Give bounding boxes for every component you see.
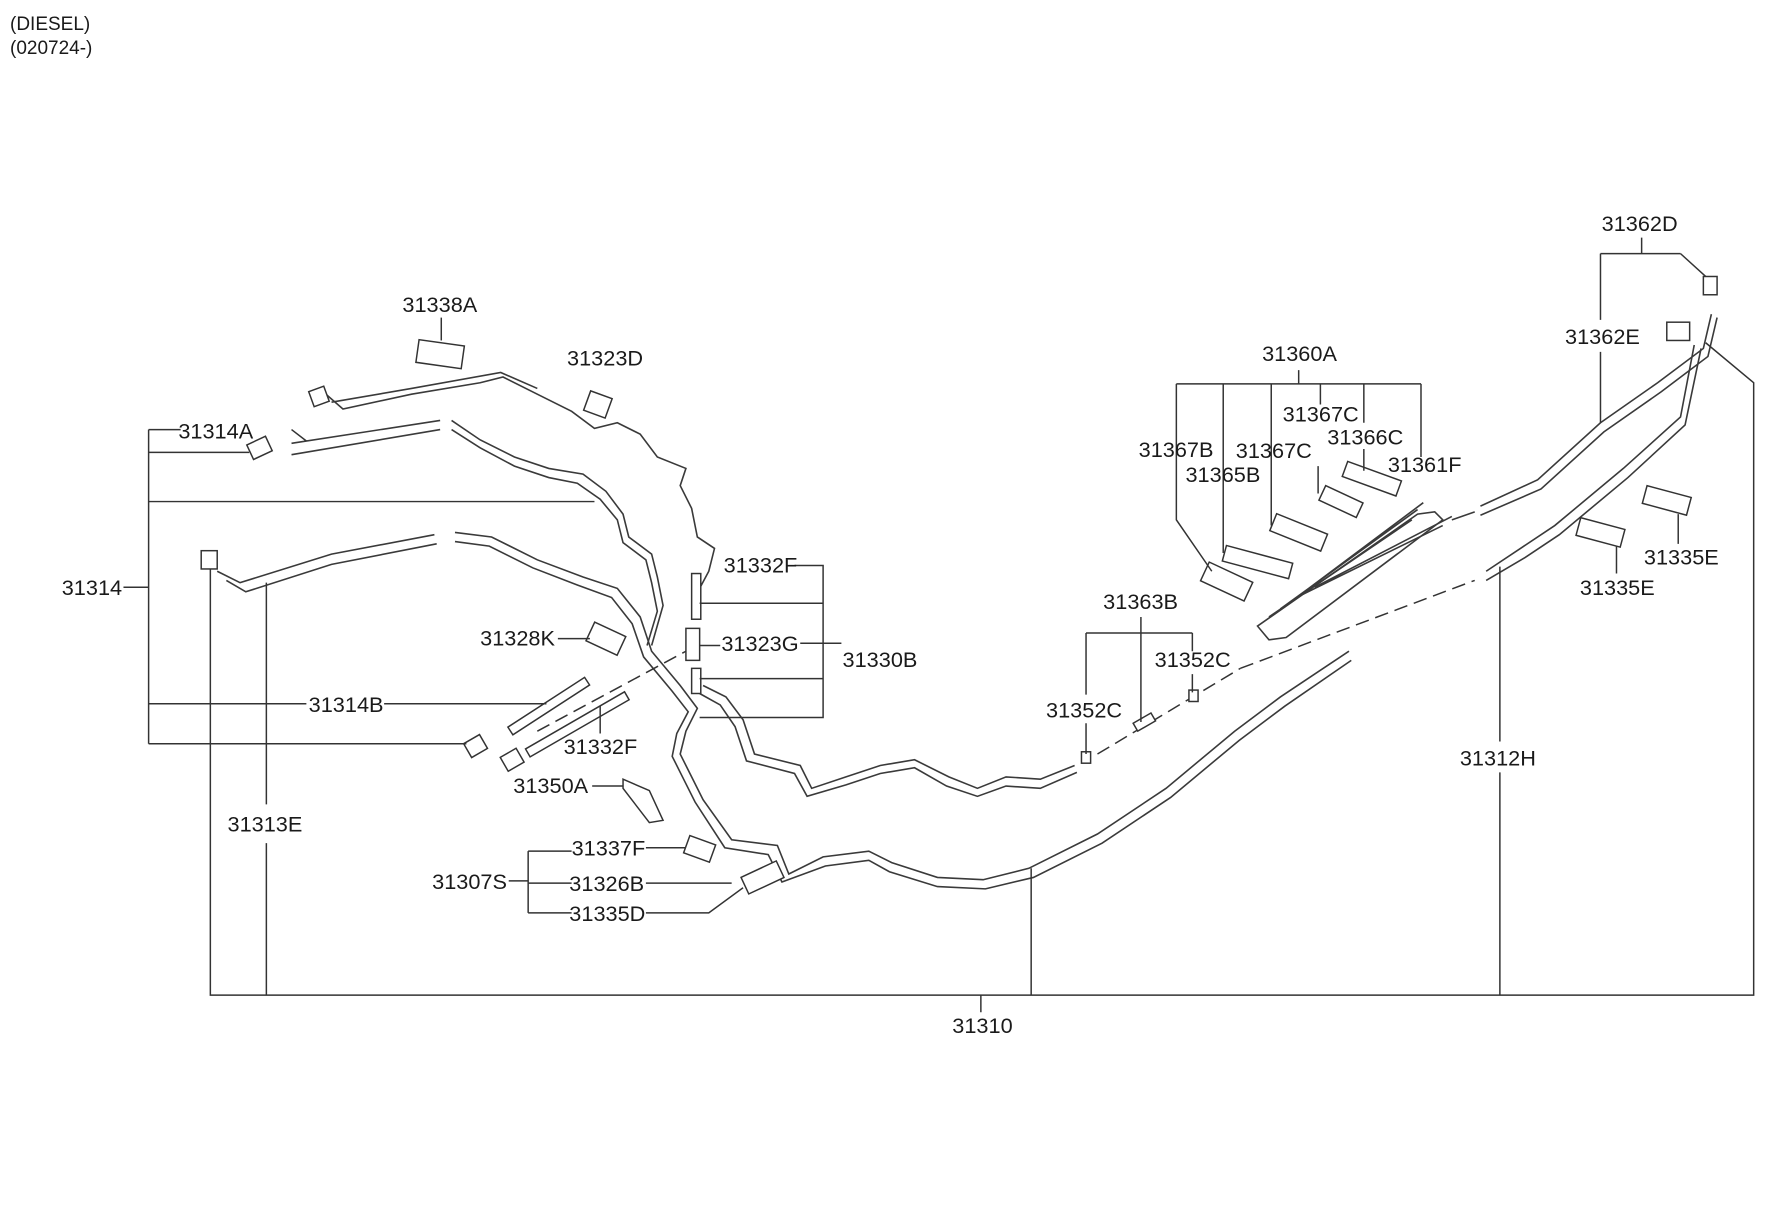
label-31352c-b: 31352C <box>1046 697 1122 722</box>
label-31362d: 31362D <box>1602 211 1678 236</box>
grommet-31352c-b-icon <box>1188 689 1199 703</box>
leader-lines <box>123 237 1755 1013</box>
label-31360a: 31360A <box>1262 341 1337 366</box>
label-31338a: 31338A <box>402 292 477 317</box>
hose-31314a <box>291 419 441 445</box>
part-labels: 31338A 31323D 31314A 31314 31328K 31314B… <box>62 211 1719 1038</box>
clip-31323d-icon <box>582 389 614 419</box>
label-31332f-top: 31332F <box>724 552 798 577</box>
hose-31332f-icon <box>524 690 631 758</box>
label-31307s: 31307S <box>432 869 507 894</box>
hose-31332f-top-icon <box>690 572 702 620</box>
label-31362e: 31362E <box>1565 324 1640 349</box>
connector-31314b-icon <box>462 733 489 759</box>
clamp-31335e-b-icon <box>1575 516 1626 549</box>
connector-31362e-icon <box>1666 321 1691 342</box>
clamp-31335d-icon <box>740 859 785 895</box>
connector-upper-icon <box>307 385 331 408</box>
connector-31332f-icon <box>499 747 526 773</box>
label-31314a: 31314A <box>178 419 253 444</box>
label-31332f-bottom: 31332F <box>564 734 638 759</box>
label-31367c-a: 31367C <box>1283 402 1359 427</box>
label-31363b: 31363B <box>1103 589 1178 614</box>
connector-left-icon <box>200 549 218 570</box>
hose-31332f-low-icon <box>690 667 702 695</box>
label-31314b: 31314B <box>309 692 384 717</box>
bracket-31350a-icon <box>622 778 665 824</box>
clamp-31367c-icon <box>1268 512 1329 553</box>
header-date-range: (020724-) <box>10 38 93 59</box>
bracket-31365b-icon <box>1221 544 1294 580</box>
label-31335d: 31335D <box>569 901 645 926</box>
label-31312h: 31312H <box>1460 745 1536 770</box>
header-diesel: (DIESEL) <box>10 14 91 35</box>
clamp-31338a-icon <box>415 338 466 370</box>
tee-31323g-icon <box>685 627 701 662</box>
label-31330b: 31330B <box>843 647 918 672</box>
clamp-31367b-icon <box>1199 561 1254 602</box>
hose-31363b-icon <box>1132 711 1157 733</box>
clamp-31337f-icon <box>682 834 717 864</box>
hose-31314b-icon <box>506 676 591 736</box>
label-31328k: 31328K <box>480 626 555 651</box>
label-31326b: 31326B <box>569 871 644 896</box>
label-31366c: 31366C <box>1327 424 1403 449</box>
label-31361f: 31361F <box>1388 452 1462 477</box>
fuel-pipes <box>216 314 1718 890</box>
label-31367b: 31367B <box>1139 437 1214 462</box>
clamp-31328k-icon <box>585 621 627 657</box>
label-31352c-a: 31352C <box>1155 647 1231 672</box>
label-31335e-b: 31335E <box>1580 575 1655 600</box>
label-31313e: 31313E <box>227 812 302 837</box>
pipe-upper <box>325 376 716 589</box>
label-31314: 31314 <box>62 575 122 600</box>
label-31350a: 31350A <box>513 773 588 798</box>
bracket-31361f-icon <box>1341 460 1403 497</box>
label-31310: 31310 <box>952 1013 1012 1038</box>
clamp-31366c-icon <box>1317 484 1364 519</box>
label-31367c-b: 31367C <box>1236 438 1312 463</box>
label-31337f: 31337F <box>572 836 646 861</box>
label-31323d: 31323D <box>567 346 643 371</box>
connector-31314a-icon <box>245 435 274 461</box>
part-shapes <box>200 275 1718 895</box>
clamp-31335e-a-icon <box>1641 484 1693 517</box>
label-31365b: 31365B <box>1185 462 1260 487</box>
connector-31362d-icon <box>1702 275 1718 296</box>
label-31335e-a: 31335E <box>1644 544 1719 569</box>
label-31323g: 31323G <box>721 631 798 656</box>
